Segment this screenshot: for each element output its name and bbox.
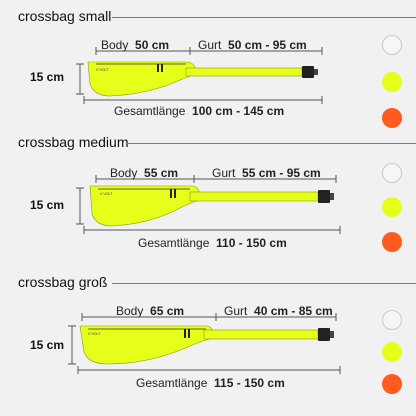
body-value: 55 cm [144, 166, 179, 180]
body-value: 50 cm [135, 38, 170, 52]
total-value: 100 cm - 145 cm [192, 104, 285, 118]
section-title: crossbag small [18, 8, 112, 24]
total-dimension: Gesamtlänge 115 - 150 cm [136, 376, 285, 390]
gurt-value: 40 cm - 85 cm [254, 304, 333, 318]
total-value: 115 - 150 cm [214, 376, 285, 390]
total-label: Gesamtlänge [114, 104, 186, 118]
gurt-dimension: Gurt 40 cm - 85 cm [224, 304, 333, 318]
color-swatch-white[interactable] [382, 310, 402, 330]
total-value: 110 - 150 cm [216, 236, 287, 250]
body-label: Body [116, 304, 144, 318]
title-rule [126, 143, 416, 144]
gurt-value: 55 cm - 95 cm [242, 166, 321, 180]
color-swatch-neon-yellow[interactable] [382, 197, 402, 217]
color-swatch-white[interactable] [382, 35, 402, 55]
body-dimension: Body 65 cm [116, 304, 184, 318]
body-value: 65 cm [150, 304, 185, 318]
height-value: 15 cm [30, 198, 65, 212]
total-label: Gesamtlänge [136, 376, 208, 390]
gurt-dimension: Gurt 50 cm - 95 cm [198, 38, 307, 52]
section-crossbag-gross: crossbag groß V·VOLT Body 65 cm Gurt [0, 274, 416, 410]
title-rule [112, 283, 416, 284]
body-label: Body [101, 38, 129, 52]
section-crossbag-small: crossbag small V·VOLT Body [0, 8, 416, 144]
color-swatch-white[interactable] [382, 163, 402, 183]
gurt-label: Gurt [198, 38, 222, 52]
body-dimension: Body 50 cm [101, 38, 169, 52]
total-dimension: Gesamtlänge 100 cm - 145 cm [114, 104, 284, 118]
bag-illustration: V·VOLT [68, 313, 341, 374]
color-swatch-orange[interactable] [382, 374, 402, 394]
section-crossbag-medium: crossbag medium V·VOLT Body 55 cm Gurt [0, 134, 416, 270]
gurt-label: Gurt [212, 166, 236, 180]
bag-illustration: V·VOLT [76, 47, 323, 104]
section-title: crossbag groß [18, 274, 108, 290]
gurt-label: Gurt [224, 304, 248, 318]
title-rule [112, 17, 416, 18]
color-swatch-neon-yellow[interactable] [382, 342, 402, 362]
svg-text:V·VOLT: V·VOLT [88, 332, 101, 336]
color-swatch-orange[interactable] [382, 232, 402, 252]
total-dimension: Gesamtlänge 110 - 150 cm [138, 236, 287, 250]
total-label: Gesamtlänge [138, 236, 210, 250]
gurt-dimension: Gurt 55 cm - 95 cm [212, 166, 321, 180]
color-swatch-orange[interactable] [382, 108, 402, 128]
height-value: 15 cm [30, 338, 65, 352]
svg-text:V·VOLT: V·VOLT [96, 68, 109, 72]
color-swatch-neon-yellow[interactable] [382, 72, 402, 92]
bag-illustration: V·VOLT [76, 175, 341, 234]
height-value: 15 cm [30, 70, 65, 84]
svg-text:V·VOLT: V·VOLT [100, 192, 113, 196]
body-label: Body [110, 166, 138, 180]
body-dimension: Body 55 cm [110, 166, 178, 180]
section-title: crossbag medium [18, 134, 129, 150]
gurt-value: 50 cm - 95 cm [228, 38, 307, 52]
